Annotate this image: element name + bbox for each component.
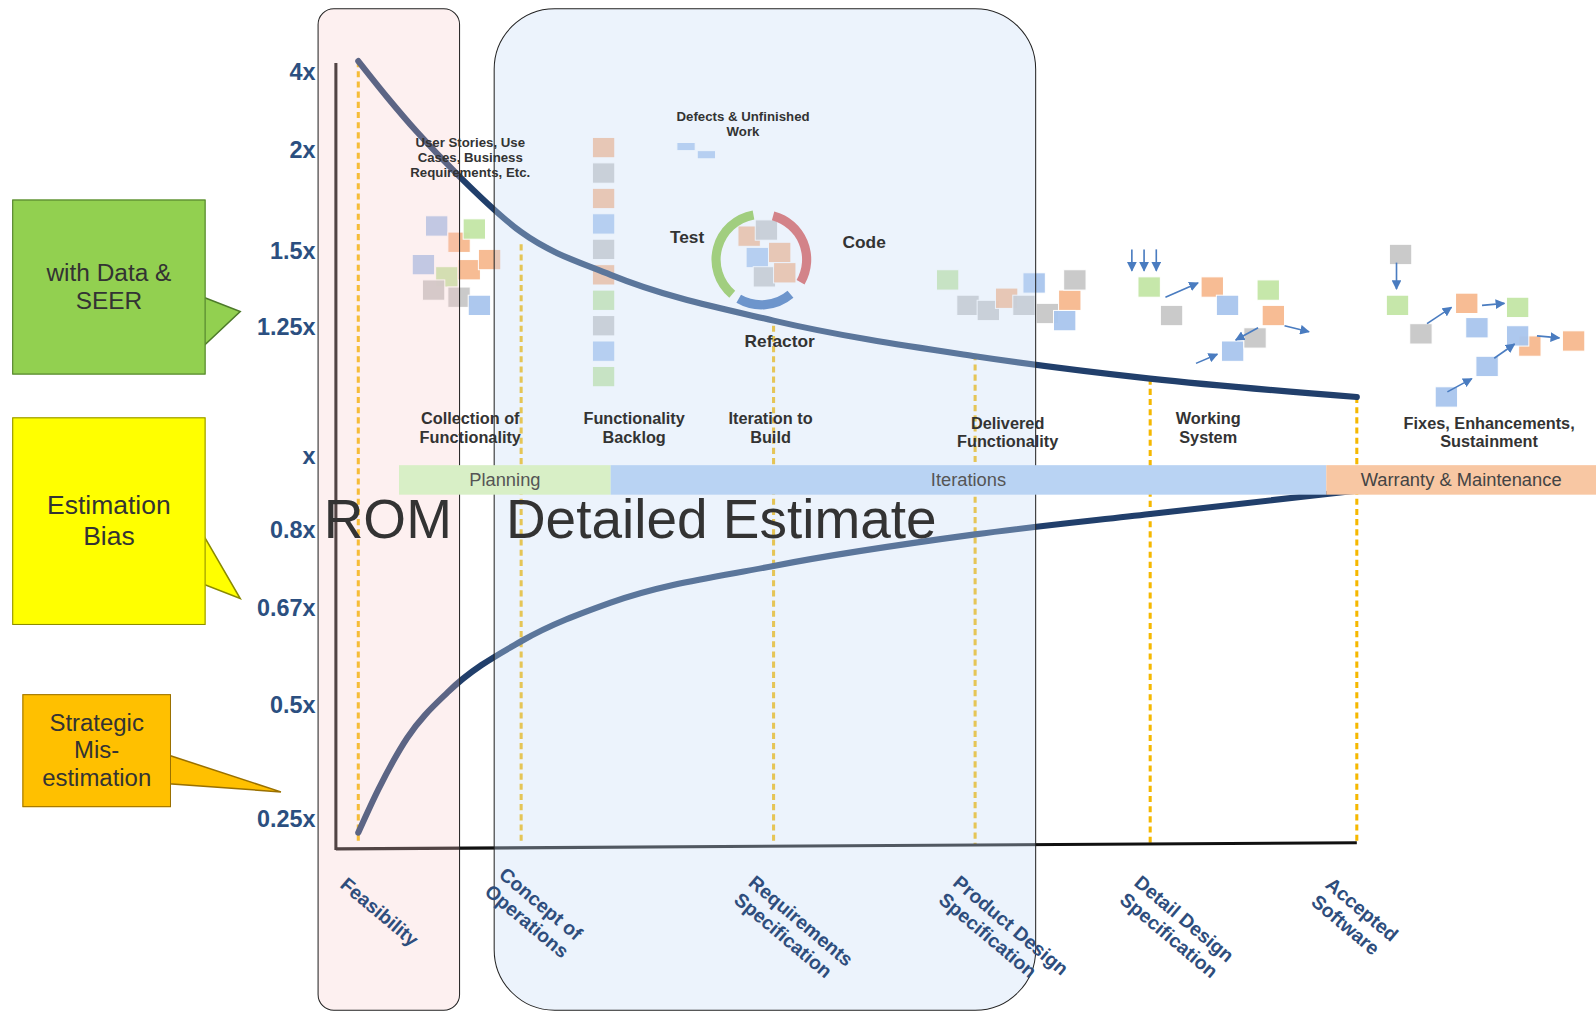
sticky-note bbox=[1389, 244, 1411, 264]
sticky-note bbox=[458, 260, 480, 280]
flow-arrow bbox=[1427, 307, 1451, 323]
flow-arrows bbox=[1132, 249, 1560, 392]
sticky-note bbox=[1053, 310, 1075, 330]
cycle-label: Test bbox=[662, 228, 713, 248]
sticky-note bbox=[1410, 324, 1432, 344]
sticky-note bbox=[1064, 270, 1086, 290]
milestone-label: Accepted Software bbox=[1307, 873, 1421, 979]
stage-label: Iteration to Build bbox=[714, 410, 828, 447]
stage-label: User Stories, Use Cases, Business Requir… bbox=[405, 135, 535, 181]
flow-arrow bbox=[1396, 263, 1398, 289]
stage-label: Delivered Functionality bbox=[942, 414, 1074, 451]
flow-arrow bbox=[1447, 379, 1471, 392]
cycle-label: Code bbox=[837, 233, 892, 253]
region-title: Detailed Estimate bbox=[506, 488, 937, 551]
sticky-note bbox=[1456, 293, 1478, 313]
sticky-note bbox=[463, 219, 485, 239]
flow-arrow bbox=[1494, 344, 1514, 358]
callout-text: Estimation Bias bbox=[21, 491, 196, 552]
sticky-note bbox=[1257, 280, 1279, 300]
flow-arrow bbox=[1131, 249, 1133, 270]
sticky-note bbox=[1216, 295, 1238, 315]
axis-tick: 0.25x bbox=[224, 805, 316, 832]
sticky-note bbox=[1476, 356, 1498, 376]
flow-arrow bbox=[1482, 303, 1504, 305]
flow-arrow bbox=[1196, 354, 1217, 363]
sticky-note bbox=[1562, 331, 1584, 351]
sticky-note bbox=[1160, 305, 1182, 325]
callout-text: Strategic Mis-estimation bbox=[32, 709, 162, 791]
phase-name: Planning bbox=[469, 469, 540, 490]
stage-label: Functionality Backlog bbox=[573, 410, 695, 447]
sticky-note bbox=[1059, 290, 1081, 310]
axis-tick: 0.8x bbox=[224, 517, 316, 544]
callout-text: with Data & SEER bbox=[21, 259, 196, 315]
flow-arrow bbox=[1165, 283, 1198, 297]
callout-box: Estimation Bias bbox=[12, 417, 205, 625]
flow-arrow bbox=[1143, 249, 1145, 270]
sticky-note bbox=[1138, 277, 1160, 297]
sticky-note bbox=[1244, 328, 1266, 348]
sticky-note bbox=[1435, 387, 1457, 407]
axis-tick: x bbox=[224, 443, 316, 470]
flow-arrow bbox=[1155, 249, 1157, 270]
callout-box: with Data & SEER bbox=[12, 200, 205, 375]
callout-tail bbox=[204, 297, 241, 346]
sticky-note bbox=[1466, 318, 1488, 338]
phase-bar: Warranty & Maintenance bbox=[1326, 465, 1596, 495]
sticky-note bbox=[1201, 277, 1223, 297]
sticky-note bbox=[1506, 297, 1528, 317]
sticky-note bbox=[468, 295, 490, 315]
axis-tick: 4x bbox=[224, 59, 316, 86]
sticky-note bbox=[1506, 326, 1528, 346]
phase-marker bbox=[1355, 397, 1358, 845]
flow-arrow bbox=[1537, 336, 1559, 338]
axis-tick: 2x bbox=[224, 136, 316, 163]
stage-label: Fixes, Enhancements, Sustainment bbox=[1387, 414, 1591, 451]
axis-tick: 0.5x bbox=[224, 691, 316, 718]
stage-label: Collection of Functionality bbox=[409, 410, 531, 447]
axis-tick: 0.67x bbox=[224, 594, 316, 621]
phase-name: Warranty & Maintenance bbox=[1361, 469, 1562, 490]
flow-arrow bbox=[1285, 326, 1309, 332]
sticky-note bbox=[1221, 341, 1243, 361]
sticky-note bbox=[1262, 305, 1284, 325]
cycle-label: Refactor bbox=[735, 332, 825, 352]
axis-tick: 1.25x bbox=[224, 314, 316, 341]
milestone-label: Detail Design Specification bbox=[1115, 871, 1261, 1003]
stage-label: Working System bbox=[1152, 410, 1264, 447]
sticky-note bbox=[1386, 295, 1408, 315]
stage-label: Defects & Unfinished Work bbox=[667, 110, 820, 140]
estimate-region: Detailed Estimate bbox=[494, 8, 1037, 1011]
axis-tick: 1.5x bbox=[224, 237, 316, 264]
callout-box: Strategic Mis-estimation bbox=[22, 694, 171, 807]
phase-marker bbox=[1149, 379, 1152, 845]
phase-name: Iterations bbox=[931, 469, 1006, 490]
region-title: ROM bbox=[324, 488, 452, 551]
callout-tail bbox=[204, 535, 241, 598]
callout-tail bbox=[169, 755, 281, 792]
flow-arrow bbox=[1236, 328, 1258, 340]
